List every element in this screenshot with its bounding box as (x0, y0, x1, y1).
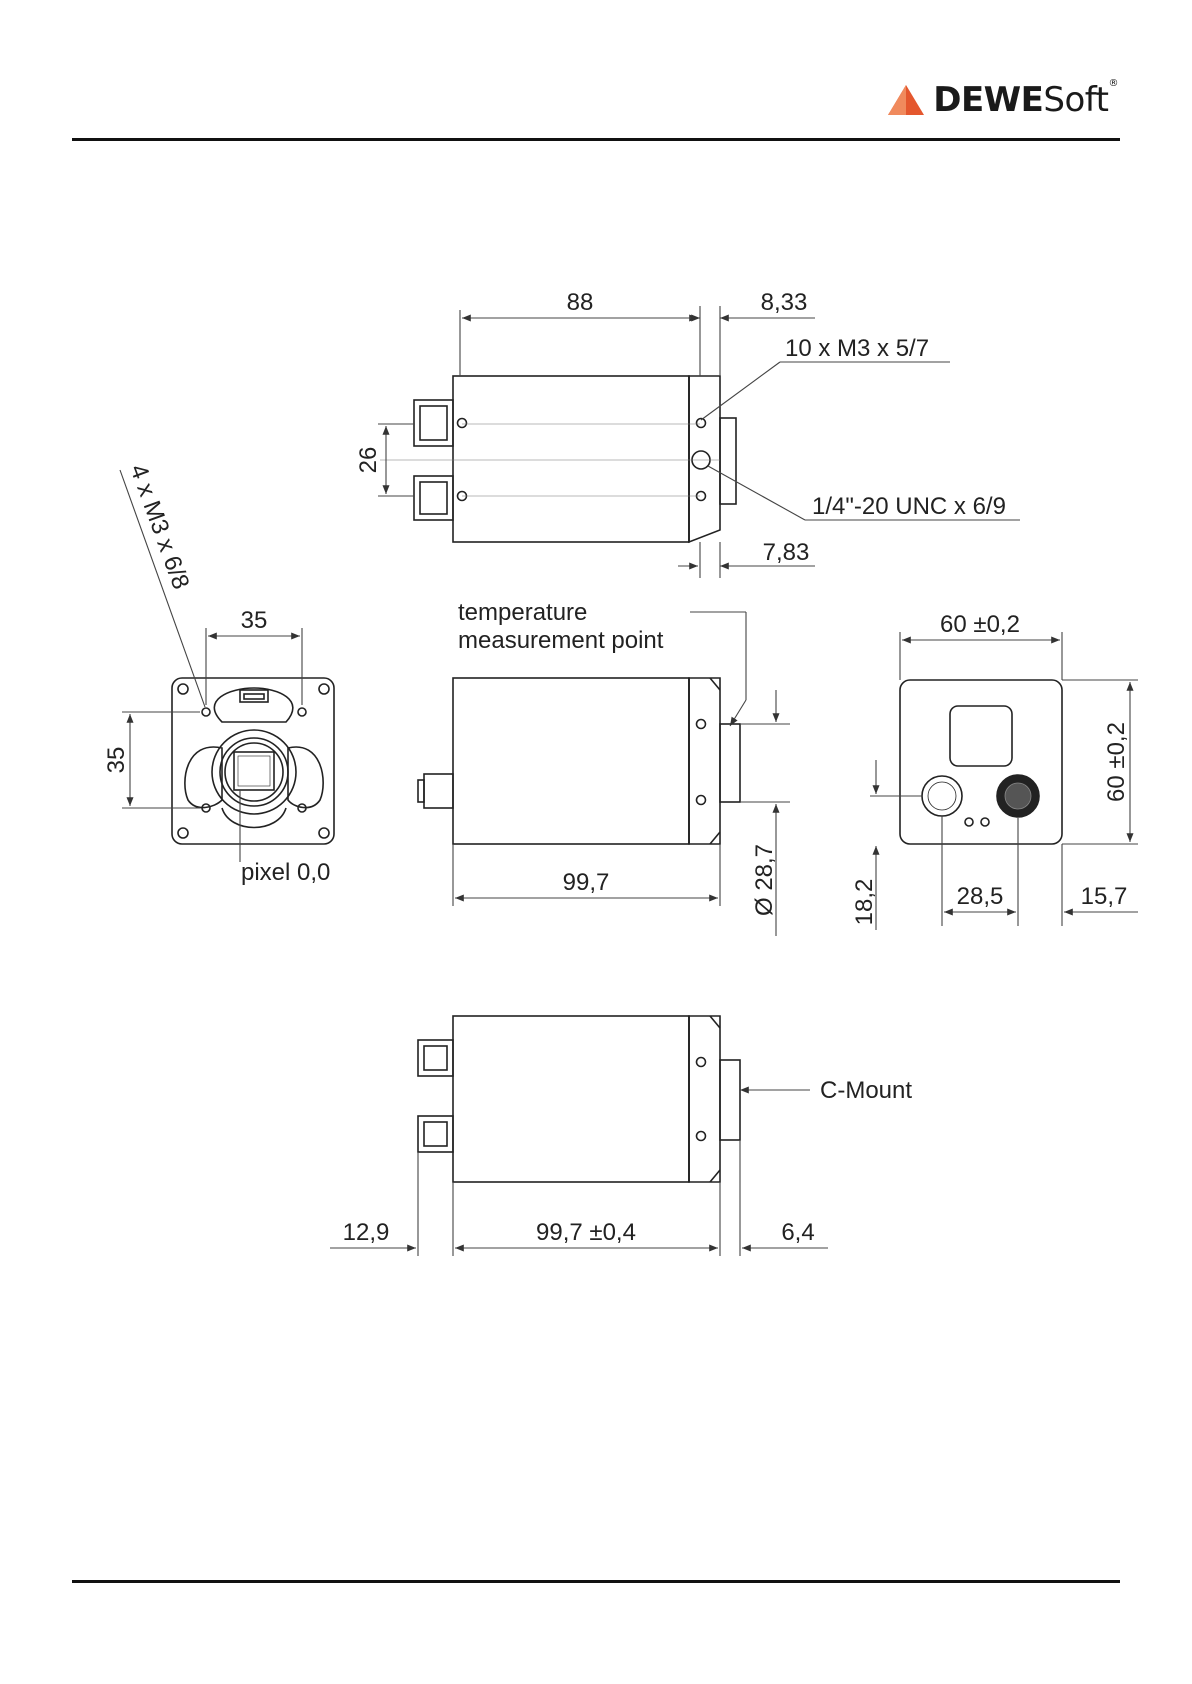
label-c-mount: C-Mount (820, 1077, 912, 1104)
dim-front-35-w: 35 (241, 607, 268, 634)
dim-8-33: 8,33 (761, 289, 808, 316)
dim-12-9: 12,9 (343, 1219, 390, 1246)
dim-diameter-28-7: Ø 28,7 (751, 844, 778, 916)
front-view (172, 678, 334, 844)
dim-26: 26 (355, 447, 382, 474)
label-unc-thread: 1/4"-20 UNC x 6/9 (812, 493, 1006, 520)
label-4x-m3: 4 x M3 x 6/8 (124, 461, 194, 593)
dim-bottom-99-7: 99,7 ±0,4 (536, 1219, 636, 1246)
dim-side-99-7: 99,7 (563, 869, 610, 896)
top-view (380, 376, 736, 542)
dim-6-4: 6,4 (781, 1219, 814, 1246)
dim-18-2: 18,2 (851, 879, 878, 926)
dim-back-60-w: 60 ±0,2 (940, 611, 1020, 638)
side-view (418, 678, 740, 844)
dim-back-60-h: 60 ±0,2 (1103, 722, 1130, 802)
dim-88: 88 (567, 289, 594, 316)
dim-front-35-h: 35 (103, 747, 130, 774)
dim-15-7: 15,7 (1081, 883, 1128, 910)
dim-7-83: 7,83 (763, 539, 810, 566)
dim-28-5: 28,5 (957, 883, 1004, 910)
label-pixel-origin: pixel 0,0 (241, 859, 330, 886)
bottom-view (418, 1016, 740, 1182)
label-temp-line1: temperature (458, 599, 587, 626)
label-temp-line2: measurement point (458, 627, 664, 654)
back-view (900, 680, 1062, 844)
label-10x-m3: 10 x M3 x 5/7 (785, 335, 929, 362)
